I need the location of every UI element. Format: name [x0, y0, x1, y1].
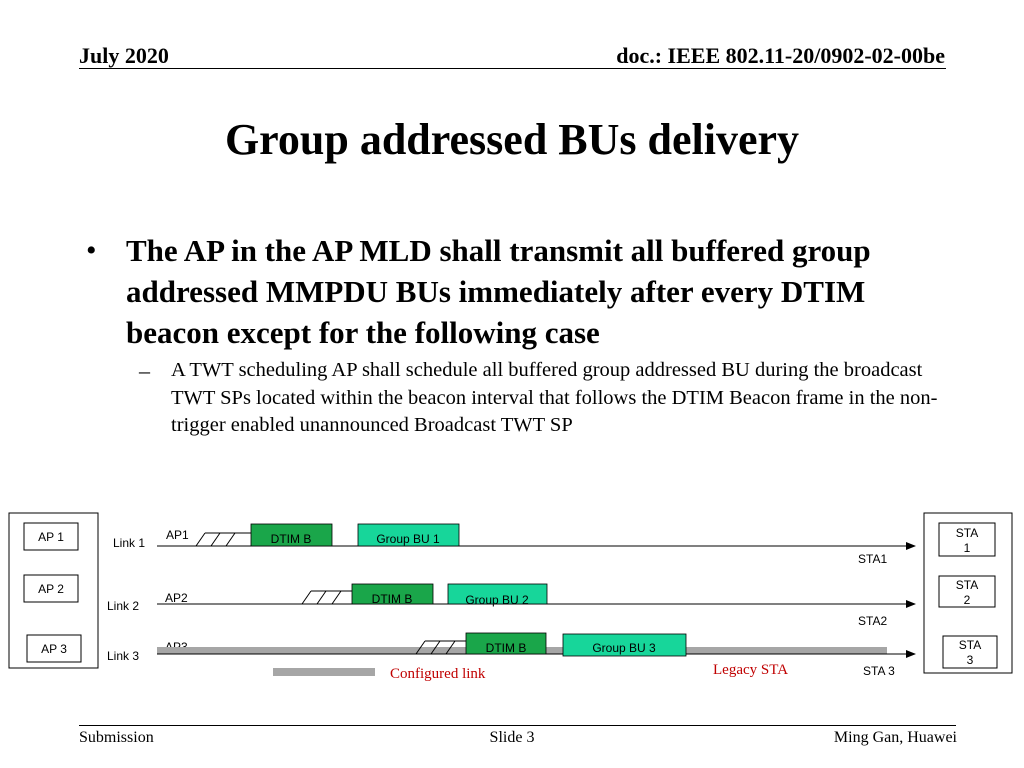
slide-title: Group addressed BUs delivery: [224, 115, 800, 164]
mld-link-diagram: AP 1 AP 2 AP 3 STA 1 STA 2 STA 3 Link 1 …: [8, 512, 1013, 682]
dtim-beacon-frame: [250, 523, 333, 547]
group-bu-frame: [562, 633, 687, 657]
sta-box-2: STA 2: [938, 575, 996, 608]
ap-label: AP 1: [38, 530, 64, 544]
sta-box-1: STA 1: [938, 522, 996, 557]
sub-bullet-marker: –: [139, 358, 150, 383]
link-name: Link 3: [107, 649, 139, 663]
slash-marks: [301, 590, 352, 605]
ap-label: AP 2: [38, 582, 64, 596]
link-sta-label: STA2: [858, 614, 887, 628]
sta-label-line: 1: [964, 541, 971, 555]
bullet-marker: •: [86, 234, 97, 267]
slash-marks: [195, 532, 251, 547]
link-sta-label: STA1: [858, 552, 887, 566]
sta-label-line: STA: [956, 526, 978, 540]
configured-link-legend-label: Configured link: [390, 666, 486, 682]
ap-label: AP 3: [41, 642, 67, 656]
link-ap-label: AP1: [166, 528, 189, 542]
dtim-label: DTIM B: [372, 592, 413, 606]
dtim-label: DTIM B: [486, 641, 527, 655]
group-bu-label: Group BU 2: [465, 593, 529, 607]
header-divider: [79, 68, 946, 69]
sta-label-line: 2: [964, 593, 971, 607]
link-sta-label: STA 3: [863, 664, 895, 678]
link-2: Link 2 AP2 DTIM B Group BU 2 STA2: [107, 583, 916, 628]
footer-slide-number: Slide 3: [489, 729, 535, 746]
dtim-label: DTIM B: [271, 532, 312, 546]
link-name: Link 1: [113, 536, 145, 550]
footer-divider: [79, 725, 956, 726]
group-bu-frame: [447, 583, 548, 605]
group-bu-label: Group BU 3: [592, 641, 656, 655]
sta-label-line: 3: [967, 653, 974, 667]
group-bu-frame: [357, 523, 460, 547]
header-doc-id: doc.: IEEE 802.11-20/0902-02-00be: [616, 43, 945, 68]
footer-submission: Submission: [79, 729, 154, 746]
dtim-beacon-frame: [465, 632, 547, 655]
header-date: July 2020: [79, 43, 169, 68]
ap-box-3: AP 3: [26, 634, 82, 663]
sub-bullet-text: A TWT scheduling AP shall schedule all b…: [171, 359, 938, 436]
dtim-beacon-frame: [351, 583, 434, 605]
sta-label-line: STA: [959, 638, 981, 652]
sta-label-line: STA: [956, 578, 978, 592]
link-ap-label: AP2: [165, 591, 188, 605]
slash-marks: [415, 640, 466, 655]
footer-author: Ming Gan, Huawei: [833, 729, 957, 746]
configured-link-legend-swatch: [273, 668, 375, 676]
sta-box-3: STA 3: [942, 635, 998, 669]
ap-box-1: AP 1: [23, 522, 79, 551]
link-1: Link 1 AP1 DTIM B Group BU 1 STA1: [113, 523, 916, 566]
group-bu-label: Group BU 1: [376, 532, 440, 546]
link-name: Link 2: [107, 599, 139, 613]
legacy-sta-label: Legacy STA: [713, 662, 788, 678]
ap-box-2: AP 2: [23, 574, 79, 603]
bullet-text: The AP in the AP MLD shall transmit all …: [126, 233, 871, 350]
link-3: Link 3 AP3 DTIM B Group BU 3 STA 3: [107, 632, 916, 678]
